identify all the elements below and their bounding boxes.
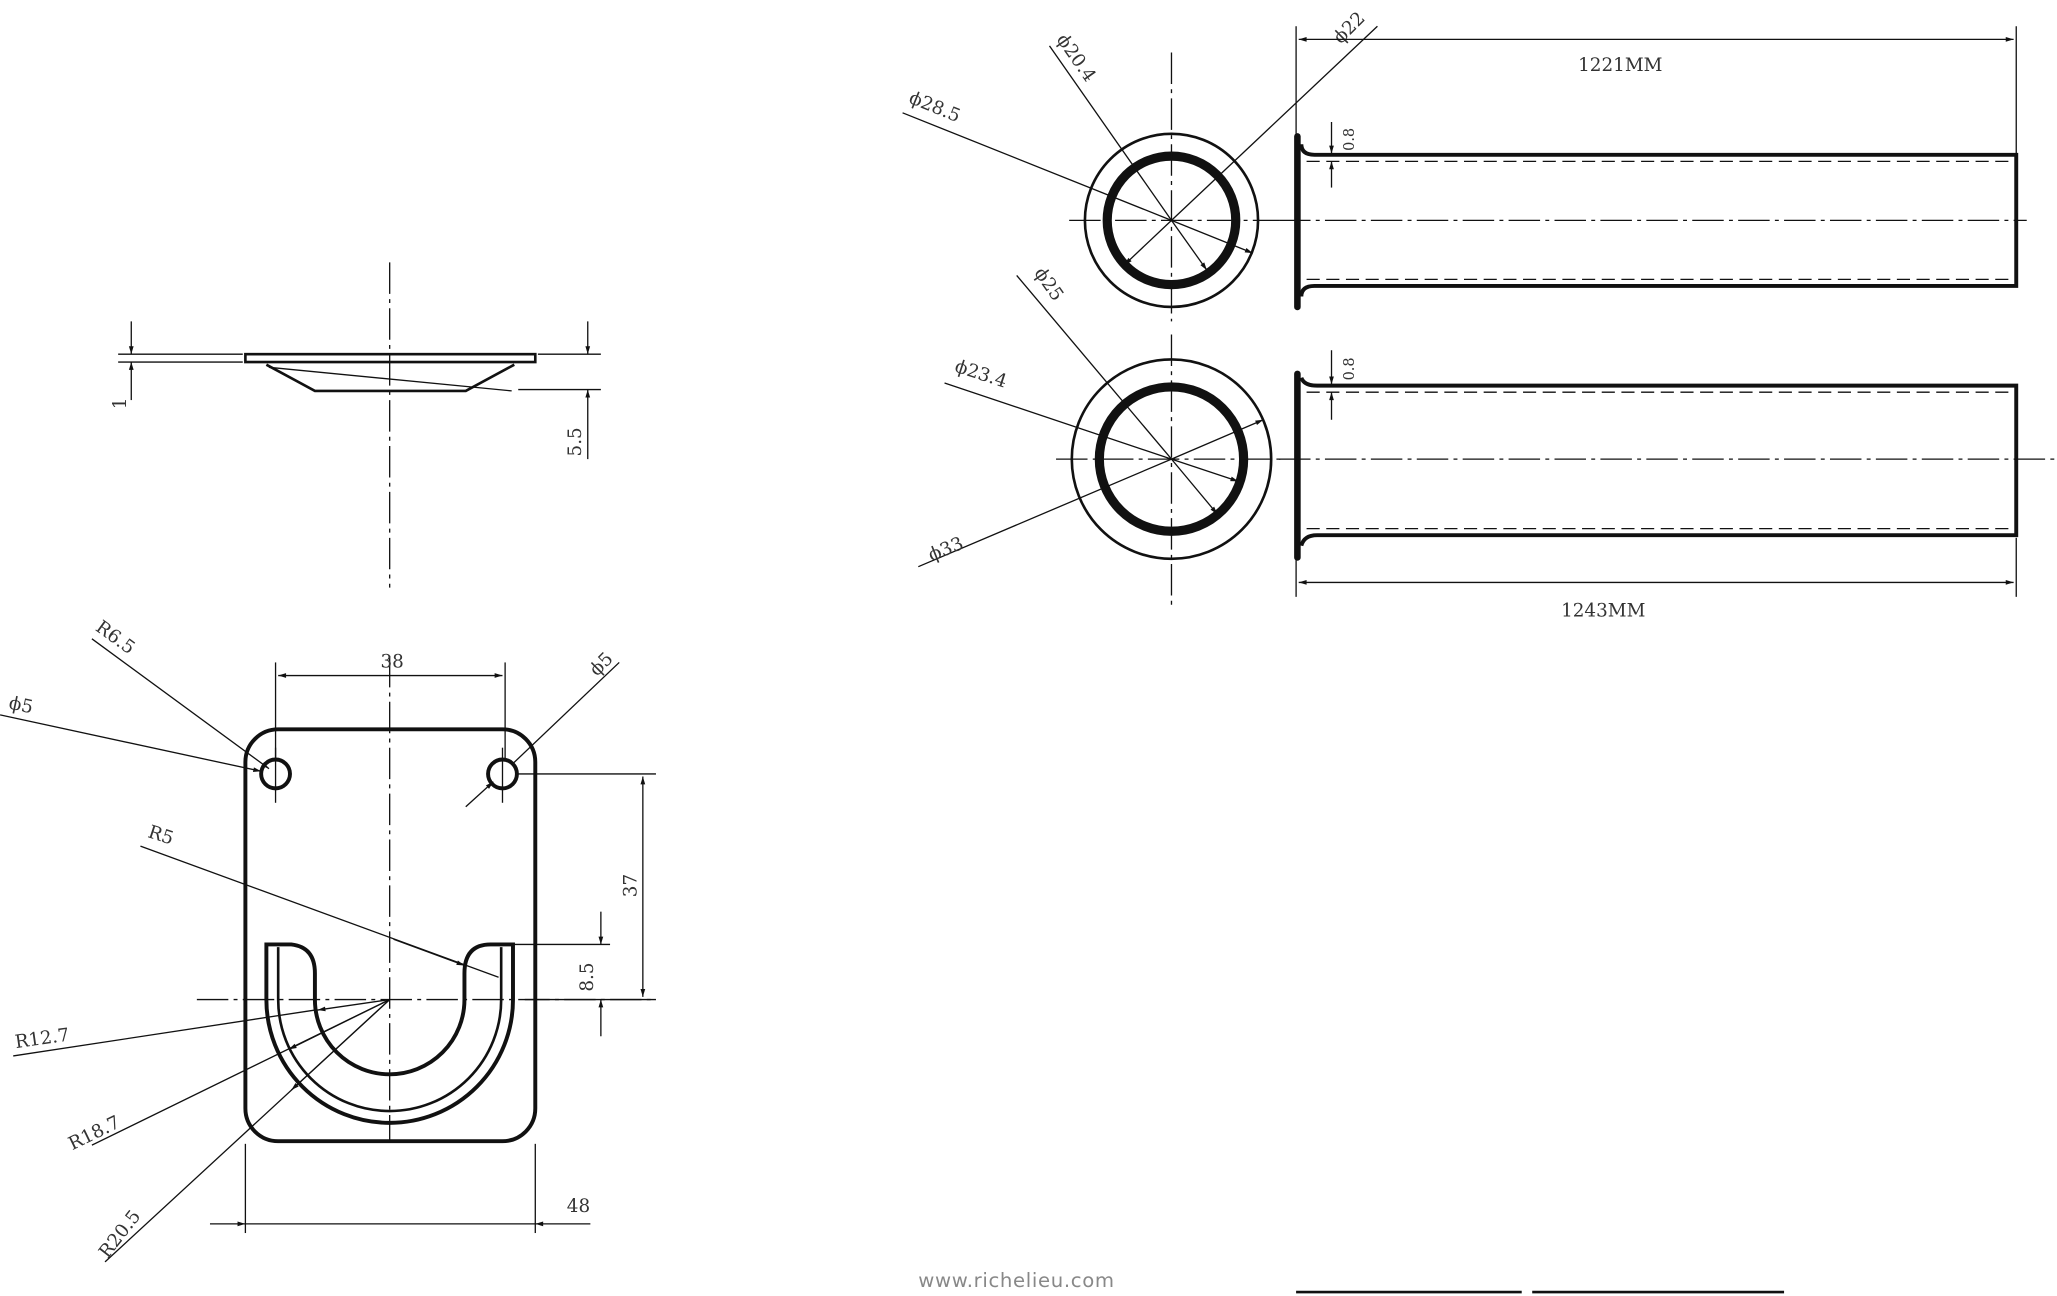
hole-to-center-dimension: 37 xyxy=(620,874,641,897)
top-wall-thickness: 0.8 xyxy=(1342,128,1358,151)
website-watermark: www.richelieu.com xyxy=(918,1269,1114,1292)
top-tube-length: 1221MM xyxy=(1578,55,1662,76)
left-hole-diameter-label: ϕ5 xyxy=(7,693,35,719)
slot-offset-dimension: 8.5 xyxy=(577,962,598,991)
bottom-outer-diameter-label: ϕ33 xyxy=(925,533,966,566)
side-view: 1 5.5 xyxy=(110,262,601,588)
bracket-view: 38 48 37 8.5 R6.5 ϕ5 ϕ5 R5 R12.7 R18.7 xyxy=(0,617,656,1263)
tube-end-views: ϕ20.4 ϕ28.5 ϕ22 ϕ25 ϕ23.4 ϕ33 xyxy=(902,8,1378,610)
top-ring-diameter-label: ϕ22 xyxy=(1329,8,1369,48)
bottom-tube-length: 1243MM xyxy=(1561,601,1645,622)
tube-side-views: 1221MM 0.8 1243MM 0.8 xyxy=(1279,26,2057,622)
bottom-ring-diameter-label: ϕ25 xyxy=(1030,264,1068,305)
mid-radius-label: R18.7 xyxy=(65,1112,123,1155)
right-hole-diameter-label: ϕ5 xyxy=(586,648,618,680)
width-dimension: 48 xyxy=(567,1196,590,1217)
outer-radius-label: R20.5 xyxy=(95,1206,145,1262)
slot-radius-label: R5 xyxy=(145,822,176,850)
hole-spacing-dimension: 38 xyxy=(381,652,404,673)
top-outer-diameter-label: ϕ28.5 xyxy=(906,87,963,126)
corner-radius-label: R6.5 xyxy=(92,617,139,659)
thickness-dimension: 1 xyxy=(110,398,131,410)
depth-dimension: 5.5 xyxy=(565,427,586,456)
bottom-inner-diameter-label: ϕ23.4 xyxy=(952,356,1009,392)
top-inner-diameter-label: ϕ20.4 xyxy=(1052,30,1100,86)
bottom-wall-thickness: 0.8 xyxy=(1342,357,1358,380)
